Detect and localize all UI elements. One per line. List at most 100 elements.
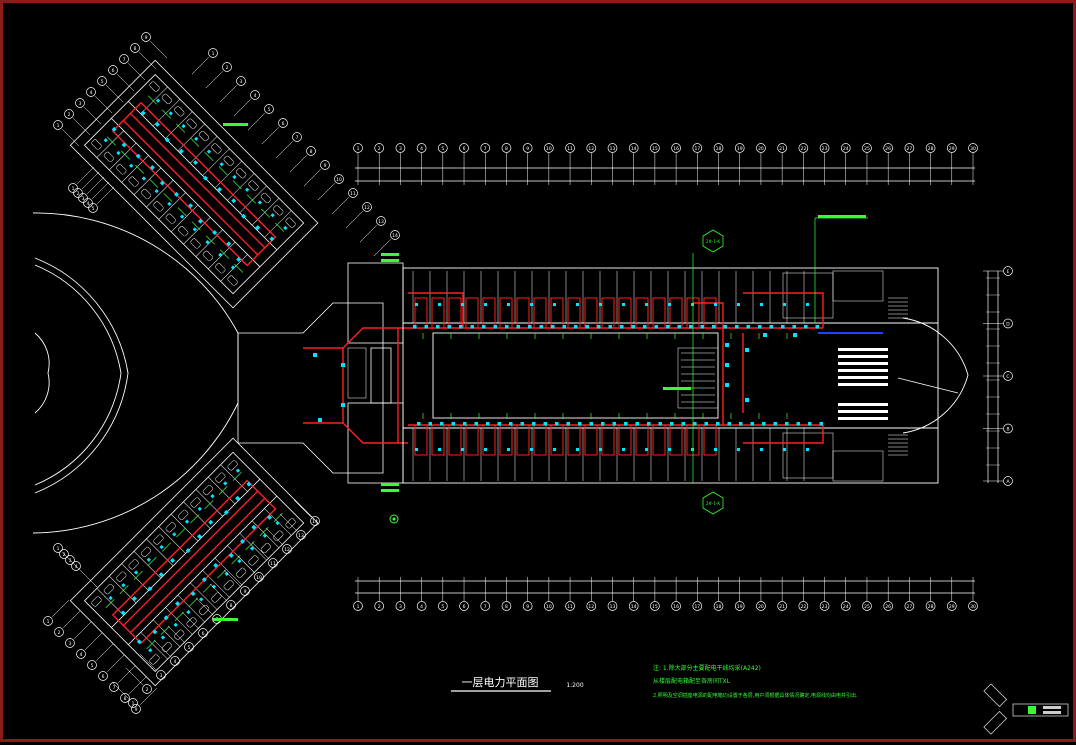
svg-text:7: 7 <box>484 604 487 610</box>
axis-bubble-top: 17 <box>692 143 703 153</box>
svg-text:29: 29 <box>949 604 955 610</box>
svg-text:4: 4 <box>420 604 423 610</box>
hub-power-lines <box>303 327 408 444</box>
auditorium-arc <box>32 212 239 534</box>
axis-bubble-top: 19 <box>734 143 745 153</box>
outlet-icon <box>737 303 740 306</box>
axis-bubble-wing: 4 <box>71 561 81 571</box>
svg-text:17: 17 <box>694 604 700 610</box>
svg-text:20: 20 <box>758 146 764 152</box>
axis-bubble-wing: 2 <box>222 62 232 72</box>
svg-text:30: 30 <box>970 604 976 610</box>
outlet-icon <box>428 422 432 426</box>
axis-bubble-top: 22 <box>798 143 809 153</box>
outlet-icon <box>219 162 224 167</box>
svg-text:6: 6 <box>463 604 466 610</box>
svg-text:8: 8 <box>124 696 127 702</box>
axis-bubble-right: B <box>1003 423 1013 434</box>
outlet-icon <box>727 422 731 426</box>
central-hub <box>237 262 404 484</box>
axis-bubble-bottom: 16 <box>671 601 681 611</box>
svg-text:2: 2 <box>226 65 229 71</box>
outlet-icon <box>739 422 743 426</box>
outlet-icon <box>136 639 142 645</box>
outlet-icon <box>154 121 160 127</box>
outlet-icon <box>530 448 533 451</box>
outlet-icon <box>608 325 612 329</box>
outlet-icon <box>553 448 556 451</box>
outlet-icon <box>763 333 767 337</box>
svg-text:28: 28 <box>928 146 934 152</box>
axis-bubble-top: 3 <box>395 143 406 153</box>
outlet-icon <box>704 422 708 426</box>
green-tag-labels <box>213 123 866 621</box>
axis-bubble-wing: 5 <box>97 76 107 86</box>
svg-text:7: 7 <box>484 146 487 152</box>
axis-bubble-top: 14 <box>628 143 639 153</box>
axis-bubble-wing: 3 <box>78 193 88 203</box>
svg-text:4: 4 <box>254 93 257 99</box>
callout-top[interactable]: 2#-1-K <box>702 229 724 253</box>
svg-text:3: 3 <box>69 558 72 564</box>
outlet-icon <box>283 225 288 231</box>
svg-text:5: 5 <box>268 107 271 113</box>
axis-bubble-bottom: 13 <box>607 601 618 611</box>
svg-text:22: 22 <box>800 146 806 152</box>
axis-bubble-wing: 10 <box>334 174 344 184</box>
svg-text:24: 24 <box>843 604 849 610</box>
axis-bubble-top: 24 <box>840 143 851 153</box>
outlet-icon <box>424 325 428 329</box>
svg-text:18: 18 <box>716 604 722 610</box>
axis-bubble-wing: 7 <box>109 682 119 692</box>
axis-bubble-wing: 8 <box>130 43 140 53</box>
outlet-icon <box>232 174 237 180</box>
svg-text:9: 9 <box>135 707 138 713</box>
outlet-icon <box>677 325 681 329</box>
axis-bubble-top: 12 <box>586 143 597 153</box>
axis-bubble-wing: 9 <box>320 160 330 170</box>
axis-bubble-wing: 2 <box>59 549 69 559</box>
outlet-icon <box>773 422 777 426</box>
svg-text:23: 23 <box>822 146 828 152</box>
axis-bubble-wing: 13 <box>376 216 386 226</box>
axis-bubble-top: 25 <box>862 143 872 153</box>
axis-bubble-right: D <box>1003 318 1013 329</box>
outlet-icon <box>578 422 582 426</box>
outlet-icon <box>237 559 242 564</box>
svg-text:5: 5 <box>101 79 104 85</box>
svg-text:13: 13 <box>298 533 304 539</box>
svg-text:8: 8 <box>505 146 508 152</box>
right-dimension-chain <box>987 271 999 483</box>
callout-bottom[interactable]: 2#-1-K <box>702 491 724 515</box>
outlet-icon <box>505 325 509 329</box>
outlet-icon <box>624 422 628 426</box>
outlet-icon <box>712 325 716 329</box>
axis-bubble-wing: 4 <box>170 656 180 666</box>
svg-text:2: 2 <box>63 552 66 558</box>
svg-text:13: 13 <box>610 604 616 610</box>
axis-bubble-bottom: 24 <box>840 601 851 611</box>
outlet-icon <box>658 422 662 426</box>
axis-bubble-wing: 6 <box>108 65 118 75</box>
svg-text:1: 1 <box>72 186 75 192</box>
outlet-icon <box>689 325 693 329</box>
outlet-icon <box>230 265 236 270</box>
outlet-icon <box>622 303 625 306</box>
axis-bubble-top: 23 <box>819 143 830 153</box>
axis-bubble-bottom: 27 <box>904 601 915 611</box>
outlet-icon <box>440 422 444 426</box>
outlet-icon <box>178 148 184 154</box>
outlet-icon <box>211 584 217 589</box>
axis-bubble-wing: 5 <box>264 104 274 114</box>
svg-text:10: 10 <box>546 604 552 610</box>
axis-bubble-wing: 2 <box>64 109 74 119</box>
power-outlets <box>313 303 823 451</box>
axis-bubble-wing: 8 <box>226 600 236 610</box>
outlet-icon <box>108 595 113 601</box>
drawing-title: 一层电力平面图 <box>462 676 539 689</box>
svg-text:5: 5 <box>91 663 94 669</box>
svg-text:21: 21 <box>779 604 785 610</box>
outlet-icon <box>622 448 625 451</box>
